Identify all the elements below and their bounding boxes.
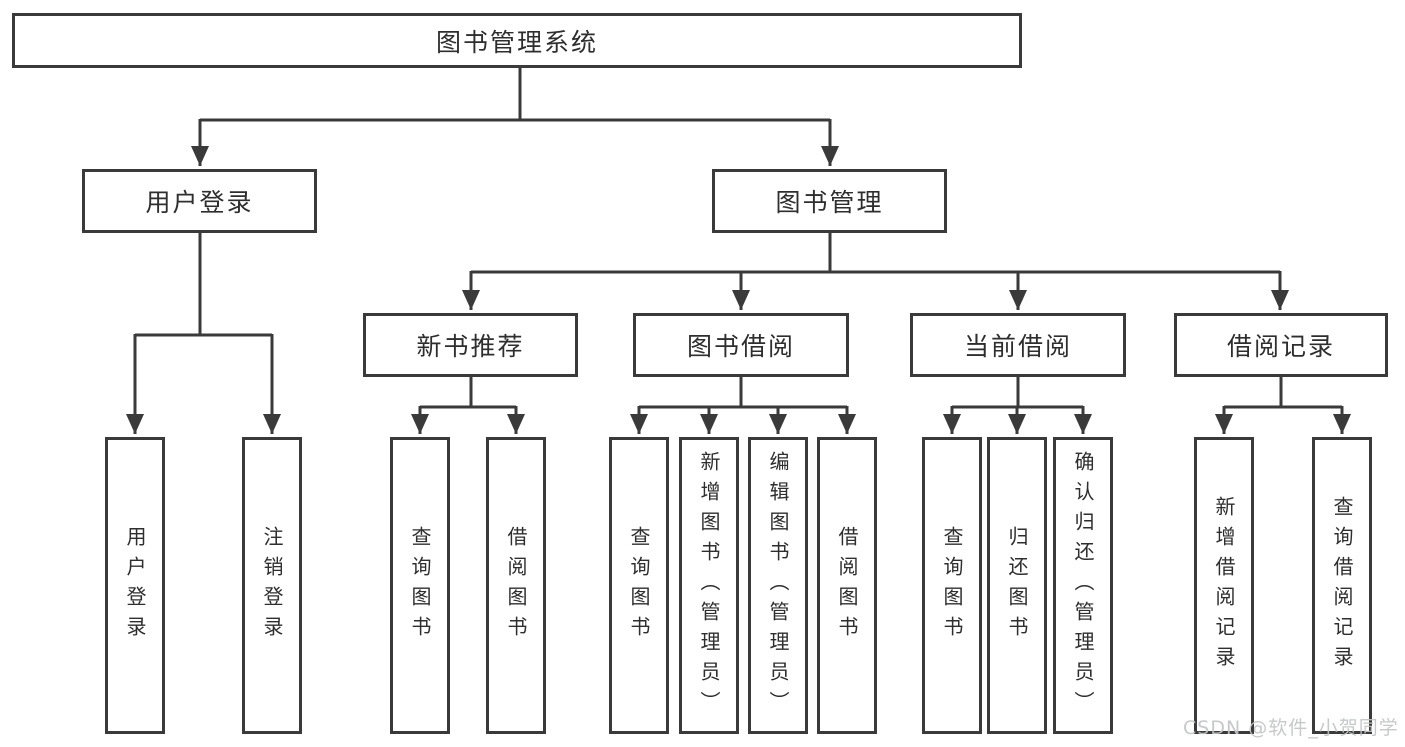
leaf-borrow-books-recommend-label: 借阅图书 xyxy=(504,525,528,646)
leaf-edit-book-admin-label: 编辑图书（管理员） xyxy=(766,450,790,721)
leaf-borrow-books-recommend: 借阅图书 xyxy=(486,437,546,734)
leaf-query-books-recommend-label: 查询图书 xyxy=(408,525,432,646)
leaf-return-book-label: 归还图书 xyxy=(1005,525,1029,646)
node-new-book-recommend: 新书推荐 xyxy=(363,313,578,377)
node-book-borrowing: 图书借阅 xyxy=(633,313,849,377)
leaf-query-books-current-label: 查询图书 xyxy=(940,525,964,646)
leaf-add-borrow-record-label: 新增借阅记录 xyxy=(1212,495,1236,676)
leaf-add-book-admin-label: 新增图书（管理员） xyxy=(697,450,721,721)
node-borrowing-records: 借阅记录 xyxy=(1174,313,1388,377)
leaf-query-borrow-record: 查询借阅记录 xyxy=(1312,437,1372,734)
leaf-query-books-borrowing: 查询图书 xyxy=(609,437,669,734)
node-book-management: 图书管理 xyxy=(712,169,947,233)
leaf-user-login-label: 用户登录 xyxy=(123,525,147,646)
watermark: CSDN @软件_小贺同学 xyxy=(1183,717,1399,739)
leaf-query-books-current: 查询图书 xyxy=(922,437,982,734)
leaf-add-borrow-record: 新增借阅记录 xyxy=(1194,437,1254,734)
node-current-borrowing-label: 当前借阅 xyxy=(963,332,1072,361)
node-book-management-label: 图书管理 xyxy=(775,188,884,217)
node-borrowing-records-label: 借阅记录 xyxy=(1226,332,1335,361)
leaf-borrow-books-borrowing: 借阅图书 xyxy=(817,437,877,734)
node-book-borrowing-label: 图书借阅 xyxy=(686,332,795,361)
leaf-query-borrow-record-label: 查询借阅记录 xyxy=(1330,495,1354,676)
leaf-confirm-return-admin-label: 确认归还（管理员） xyxy=(1071,450,1095,721)
node-root-label: 图书管理系统 xyxy=(435,27,598,57)
leaf-query-books-recommend: 查询图书 xyxy=(390,437,450,734)
leaf-confirm-return-admin: 确认归还（管理员） xyxy=(1053,437,1113,734)
leaf-logout-label: 注销登录 xyxy=(260,525,284,646)
node-root: 图书管理系统 xyxy=(12,13,1022,68)
leaf-logout: 注销登录 xyxy=(242,437,302,734)
leaf-query-books-borrowing-label: 查询图书 xyxy=(627,525,651,646)
leaf-edit-book-admin: 编辑图书（管理员） xyxy=(748,437,808,734)
leaf-add-book-admin: 新增图书（管理员） xyxy=(679,437,739,734)
leaf-borrow-books-borrowing-label: 借阅图书 xyxy=(835,525,859,646)
leaf-return-book: 归还图书 xyxy=(987,437,1047,734)
node-user-login-label: 用户登录 xyxy=(145,188,254,217)
leaf-user-login: 用户登录 xyxy=(105,437,165,734)
node-new-book-recommend-label: 新书推荐 xyxy=(416,332,525,361)
node-current-borrowing: 当前借阅 xyxy=(910,313,1126,377)
node-user-login: 用户登录 xyxy=(82,169,317,233)
